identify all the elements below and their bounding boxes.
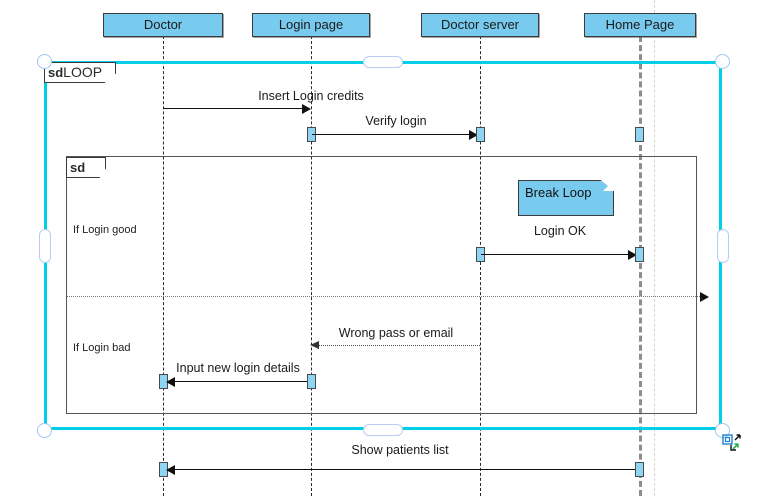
activation-bar-doctor-server-verify[interactable] xyxy=(476,127,485,142)
message-arrowhead-wrong-pass-or-email xyxy=(310,341,319,349)
fragment-label-alt: sd xyxy=(66,157,106,178)
message-arrowhead-verify-login xyxy=(469,130,478,140)
fragment-keyword-sd: sd xyxy=(48,65,64,80)
message-label-login-ok: Login OK xyxy=(533,224,587,238)
message-line-insert-login-credits[interactable] xyxy=(163,108,303,109)
lifeline-head-doctor-server[interactable]: Doctor server xyxy=(421,13,539,37)
resize-handle-top-right[interactable] xyxy=(715,54,730,69)
resize-handle-top-left[interactable] xyxy=(37,54,52,69)
lifeline-stem-doctor-server[interactable] xyxy=(480,36,481,496)
activation-bar-home-page-top[interactable] xyxy=(635,127,644,142)
fragment-kind-loop: LOOP xyxy=(63,64,103,80)
fragment-label-loop: sdLOOP xyxy=(44,62,116,83)
message-label-input-new-login-details: Input new login details xyxy=(176,361,300,375)
guard-if-login-bad: If Login bad xyxy=(73,342,131,354)
message-arrowhead-login-ok xyxy=(628,250,637,260)
resize-handle-bottom-left[interactable] xyxy=(37,423,52,438)
lifeline-stem-login-page[interactable] xyxy=(311,36,312,496)
combined-fragment-alt[interactable] xyxy=(66,156,697,414)
resize-handle-middle-right[interactable] xyxy=(717,229,729,263)
note-fold-corner-icon xyxy=(603,180,614,191)
resize-handle-middle-left[interactable] xyxy=(39,229,51,263)
divider-arrowhead-icon xyxy=(700,292,709,302)
message-arrowhead-show-patients-list xyxy=(166,465,175,475)
lifeline-head-doctor[interactable]: Doctor xyxy=(103,13,223,37)
message-line-login-ok[interactable] xyxy=(481,254,631,255)
lifeline-stem-doctor[interactable] xyxy=(163,36,164,496)
message-line-wrong-pass-or-email[interactable] xyxy=(319,345,480,346)
message-label-verify-login: Verify login xyxy=(365,114,427,128)
tool-widget-icon xyxy=(722,434,741,451)
message-arrowhead-insert-login-credits xyxy=(302,104,311,114)
fragment-keyword-sd-inner: sd xyxy=(70,160,86,175)
message-label-wrong-pass-or-email: Wrong pass or email xyxy=(338,326,454,340)
alignment-guide-line xyxy=(654,0,655,496)
activation-bar-login-page-input[interactable] xyxy=(307,374,316,389)
activation-bar-home-page-show[interactable] xyxy=(635,462,644,477)
message-line-verify-login[interactable] xyxy=(312,134,472,135)
resize-handle-bottom-center[interactable] xyxy=(363,424,403,436)
lifeline-stem-home-page[interactable] xyxy=(639,36,642,496)
lifeline-head-login-page[interactable]: Login page xyxy=(252,13,370,37)
message-line-show-patients-list[interactable] xyxy=(168,469,639,470)
resize-handle-top-center[interactable] xyxy=(363,56,403,68)
guard-if-login-good: If Login good xyxy=(73,224,137,236)
message-line-input-new-login-details[interactable] xyxy=(168,381,311,382)
message-arrowhead-input-new-login-details xyxy=(166,377,175,387)
message-label-show-patients-list: Show patients list xyxy=(351,443,449,457)
selection-tool-widget[interactable] xyxy=(722,432,746,456)
lifeline-head-home-page[interactable]: Home Page xyxy=(584,13,696,37)
note-break-loop[interactable]: Break Loop xyxy=(518,180,614,216)
fragment-operand-divider xyxy=(67,296,702,297)
activation-bar-home-page-ok[interactable] xyxy=(635,247,644,262)
message-label-insert-login-credits: Insert Login credits xyxy=(258,89,364,103)
